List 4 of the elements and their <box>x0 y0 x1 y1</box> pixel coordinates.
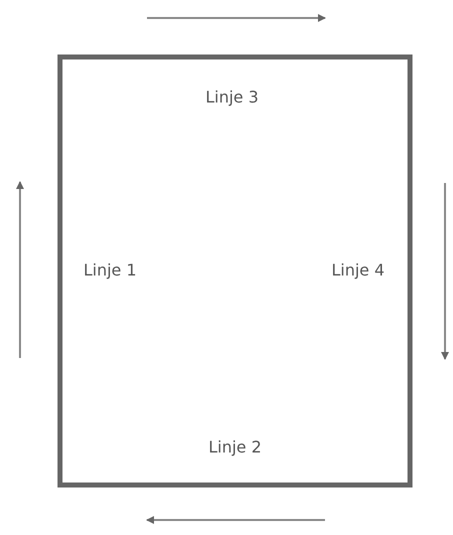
side-label: Linje 1 <box>83 260 137 280</box>
side-label: Linje 4 <box>331 260 385 280</box>
side-label: Linje 3 <box>205 88 259 106</box>
side-label: Linje 2 <box>208 438 262 456</box>
